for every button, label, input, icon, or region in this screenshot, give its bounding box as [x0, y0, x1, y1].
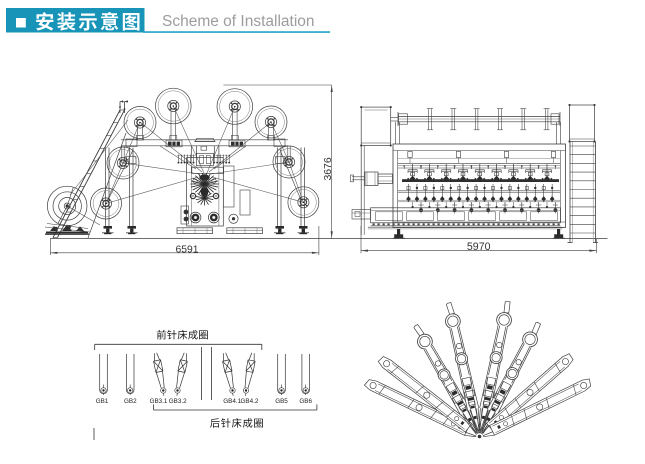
svg-text:6591: 6591 [175, 244, 198, 255]
svg-text:3676: 3676 [323, 157, 334, 180]
svg-text:5970: 5970 [467, 241, 491, 253]
svg-text:Scheme of Installation: Scheme of Installation [162, 13, 315, 30]
svg-text:GB5: GB5 [275, 398, 288, 405]
svg-text:GB6: GB6 [299, 398, 312, 405]
svg-text:GB4.1: GB4.1 [223, 398, 241, 405]
svg-text:GB1: GB1 [96, 398, 109, 405]
svg-text:GB3.2: GB3.2 [169, 398, 187, 405]
svg-text:GB2: GB2 [124, 398, 137, 405]
svg-text:GB4.2: GB4.2 [240, 398, 258, 405]
svg-text:GB3.1: GB3.1 [150, 398, 168, 405]
